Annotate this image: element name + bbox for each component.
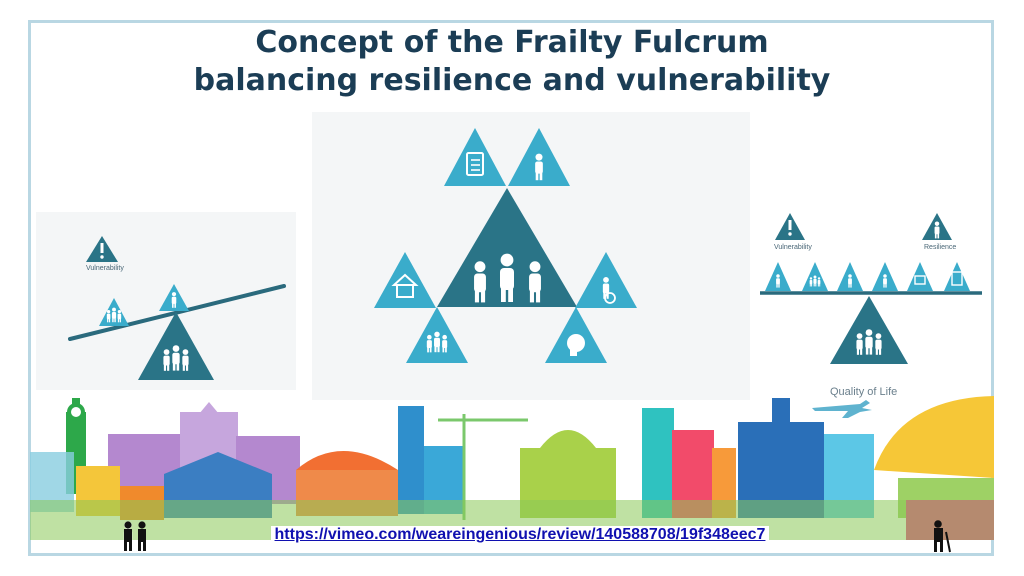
right-vulnerability-label: Vulnerability <box>774 244 812 251</box>
wheelchair-icon <box>575 252 637 308</box>
balance-icon-row <box>765 262 970 291</box>
seesaw-family-icon <box>99 298 129 326</box>
title-line-2: balancing resilience and vulnerability <box>193 63 831 98</box>
quality-of-life-label: Quality of Life <box>830 386 897 398</box>
central-family-icon <box>437 188 577 307</box>
person-icon <box>508 128 570 186</box>
left-warning-icon <box>86 236 118 262</box>
seesaw-beam <box>68 284 286 341</box>
slide-frame <box>28 20 994 556</box>
title-line-1: Concept of the Frailty Fulcrum <box>255 25 769 60</box>
right-resilience-label: Resilience <box>924 244 956 251</box>
right-resilience-icon <box>922 213 952 240</box>
walking-people-icon <box>123 521 146 551</box>
right-warning-icon <box>775 213 805 240</box>
family-icon <box>406 307 468 363</box>
vimeo-link[interactable]: https://vimeo.com/weareingenious/review/… <box>270 526 770 543</box>
clipboard-icon <box>444 128 506 186</box>
airplane-icon <box>812 400 872 418</box>
house-icon <box>374 252 436 308</box>
left-vulnerability-label: Vulnerability <box>86 265 124 272</box>
left-seesaw-diagram: Vulnerability <box>68 236 286 380</box>
slide-title: Concept of the Frailty Fulcrum balancing… <box>0 24 1024 100</box>
footer-link-container: https://vimeo.com/weareingenious/review/… <box>0 526 1024 544</box>
seesaw-fulcrum-family-icon <box>138 312 214 380</box>
brain-icon <box>545 307 607 363</box>
right-balance-diagram: Vulnerability Resilience Quality of Life <box>760 213 982 418</box>
elderly-walker-icon <box>934 520 951 553</box>
seesaw-elderly-icon <box>159 284 189 311</box>
right-fulcrum-family-icon <box>830 296 908 364</box>
center-triangle-diagram <box>374 128 637 363</box>
